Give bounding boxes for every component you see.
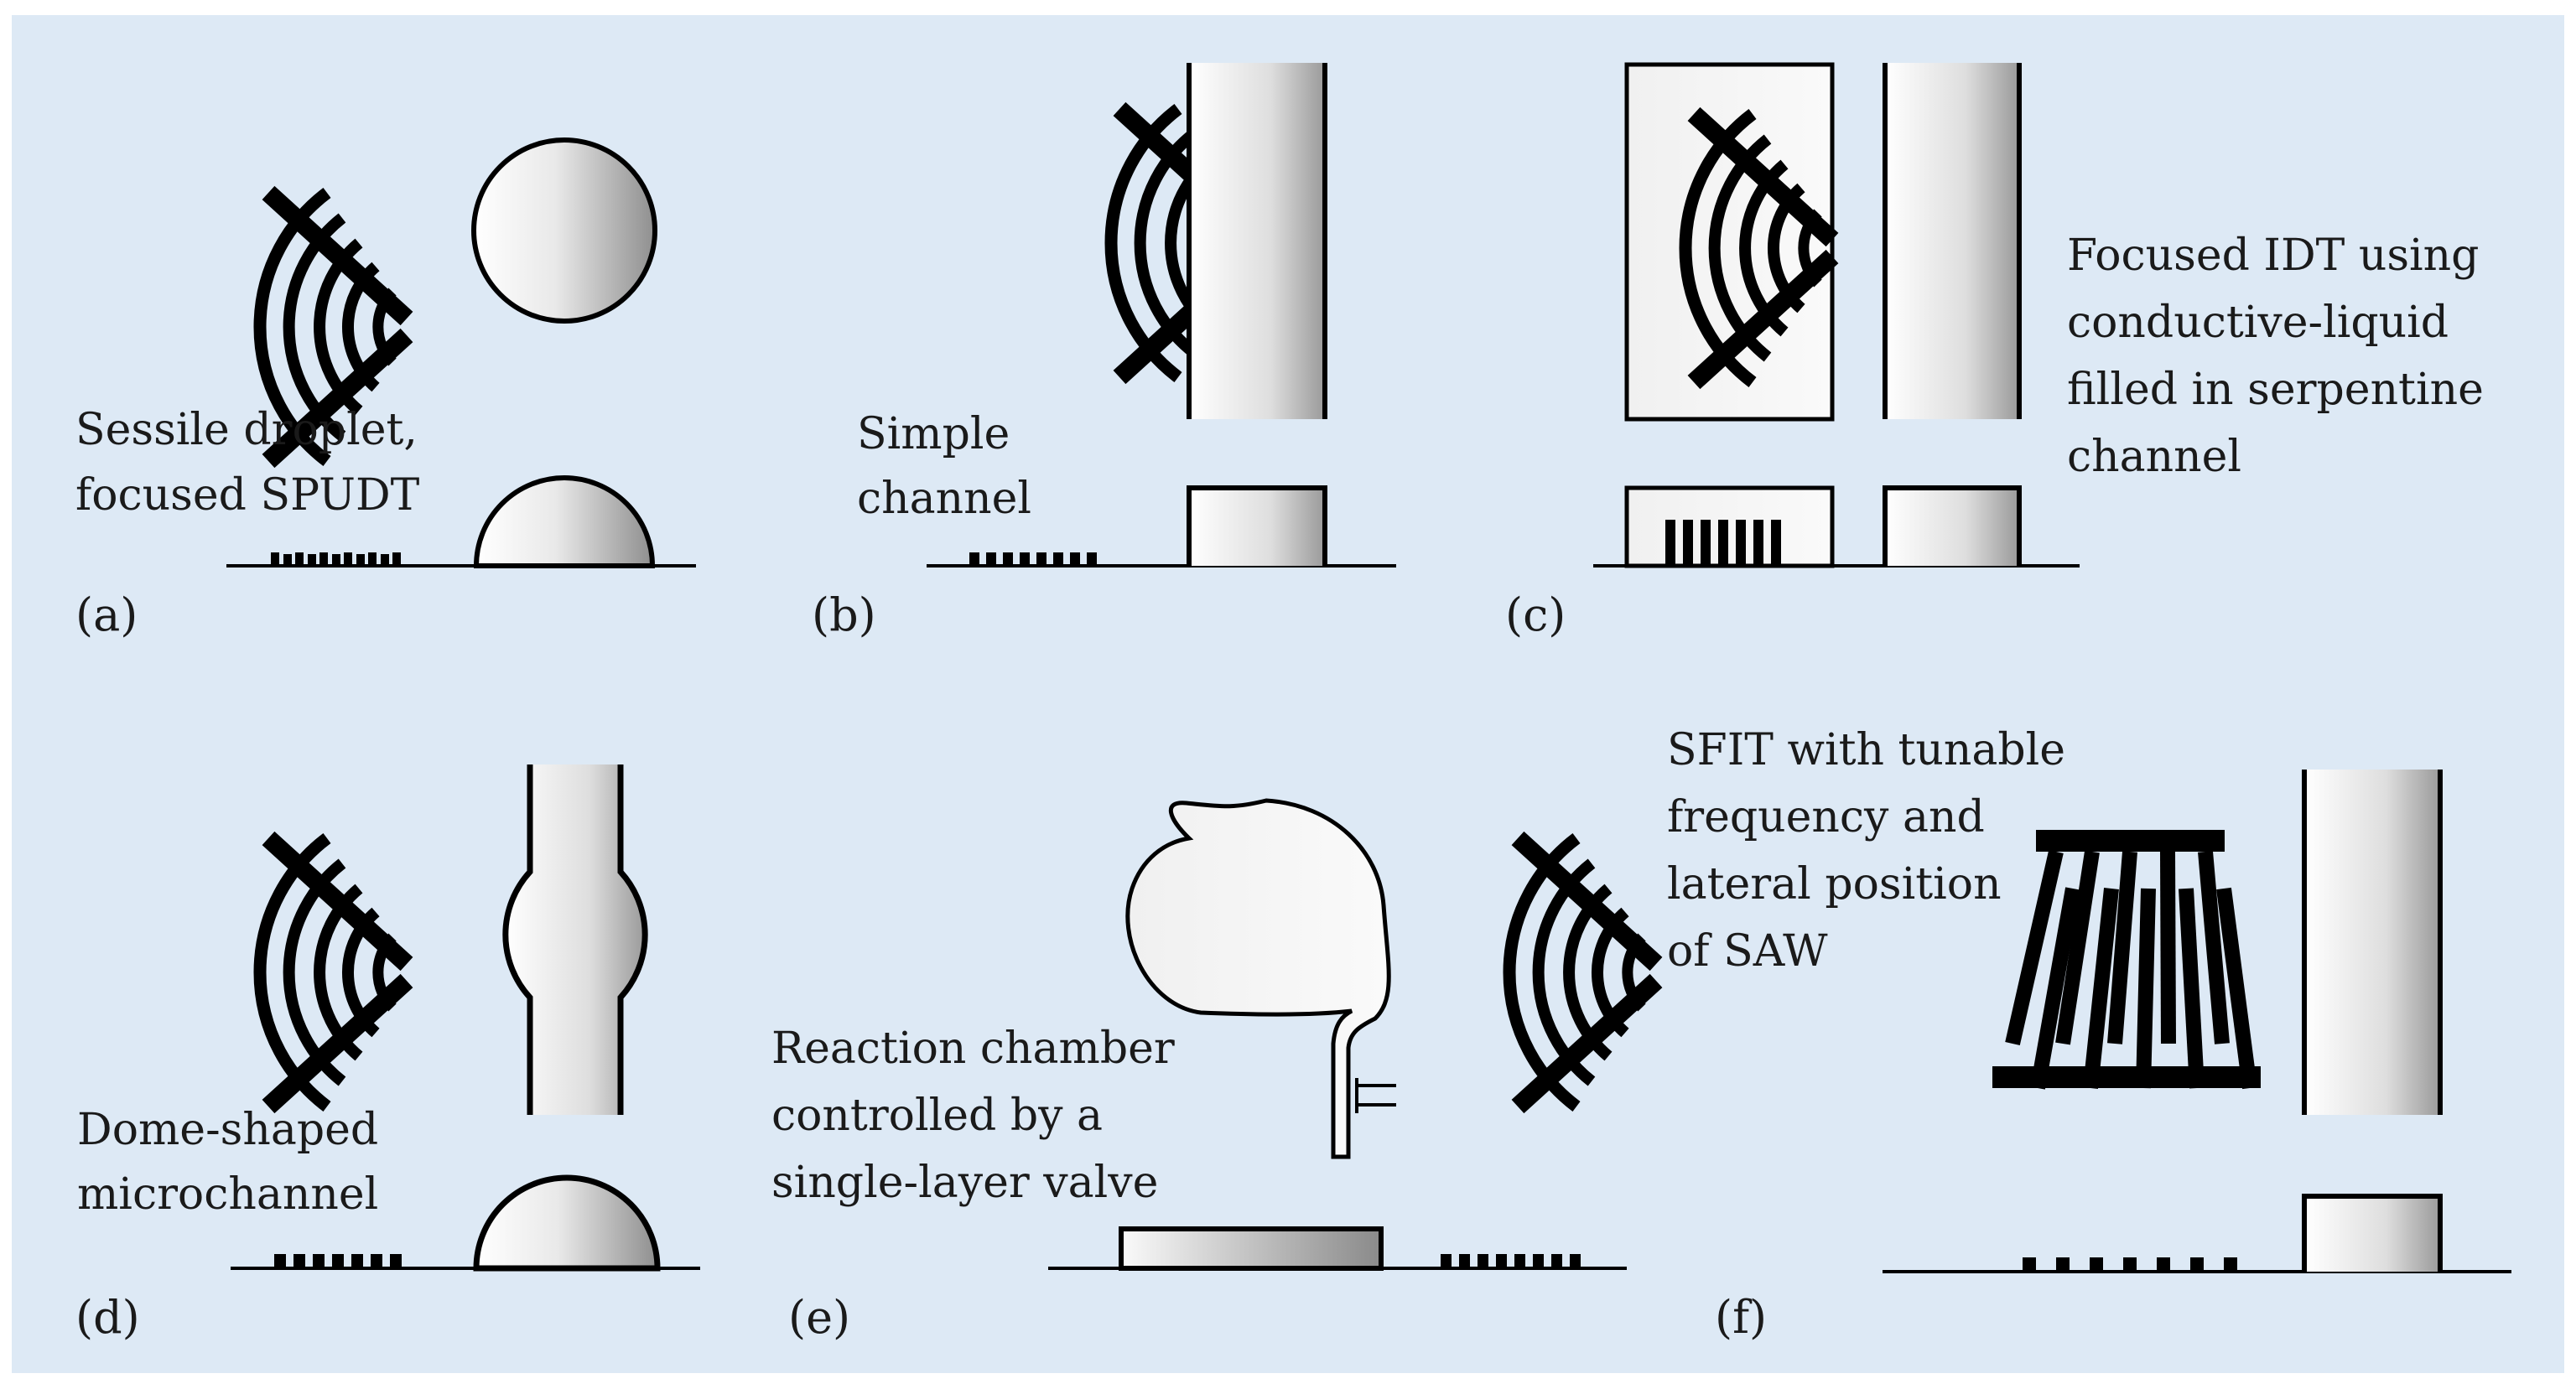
channel-side-view: [2302, 1194, 2443, 1272]
spudt-side-view: [271, 552, 401, 566]
caption-c-line1: Focused IDT using: [2067, 231, 2479, 281]
panel-f: SFIT with tunable frequency and lateral …: [1667, 725, 2511, 1344]
channel-top-view: [1885, 63, 2019, 419]
caption-a-line1: Sessile droplet,: [75, 405, 418, 455]
caption-f-line3: lateral position: [1667, 859, 2002, 910]
caption-f-line1: SFIT with tunable: [1667, 725, 2065, 775]
panel-a: Sessile droplet, focused SPUDT (a): [75, 137, 696, 641]
caption-a-line2: focused SPUDT: [75, 470, 420, 521]
pdms-layer-side-view: [1624, 485, 1835, 568]
channel-top-view: [2304, 770, 2440, 1115]
dome-microchannel-top-view: [505, 764, 646, 1115]
dome-microchannel-side-view: [473, 1174, 661, 1272]
caption-b-line2: channel: [857, 474, 1031, 524]
caption-d-line1: Dome-shaped: [77, 1105, 378, 1155]
label-e: (e): [788, 1291, 850, 1344]
liquid-idt-side-view: [1665, 520, 1781, 566]
idt-side-view: [969, 552, 1097, 566]
caption-e-line1: Reaction chamber: [771, 1024, 1175, 1074]
caption-f-line4: of SAW: [1667, 926, 1828, 977]
label-d: (d): [75, 1291, 140, 1344]
chamber-side-view: [1119, 1226, 1384, 1271]
panel-d: Dome-shaped microchannel (d): [75, 764, 700, 1344]
caption-c-line4: channel: [2067, 432, 2241, 482]
channel-side-view: [1187, 485, 1327, 566]
label-f: (f): [1715, 1291, 1767, 1344]
channel-side-view: [1883, 485, 2022, 566]
sessile-droplet-top-view: [471, 137, 657, 324]
idt-side-view: [1441, 1254, 1581, 1268]
caption-e-line2: controlled by a: [771, 1091, 1103, 1141]
channel-top-view: [1189, 63, 1325, 419]
label-c: (c): [1505, 588, 1566, 641]
label-a: (a): [75, 588, 138, 641]
caption-c-line3: filled in serpentine: [2067, 365, 2484, 415]
panel-b: Simple channel (b): [812, 63, 1396, 641]
label-b: (b): [812, 588, 876, 641]
panel-e: Reaction chamber controlled by a single-…: [771, 798, 1656, 1344]
panel-c: Focused IDT using conductive-liquid fill…: [1505, 62, 2484, 641]
sfit-icon: [1992, 830, 2261, 1090]
sessile-droplet-side-view: [473, 475, 656, 568]
caption-c-line2: conductive-liquid: [2067, 298, 2449, 348]
caption-e-line3: single-layer valve: [771, 1158, 1158, 1208]
idt-side-view: [274, 1254, 402, 1268]
sfit-side-view: [2023, 1257, 2237, 1272]
caption-b-line1: Simple: [857, 409, 1010, 459]
caption-d-line2: microchannel: [77, 1169, 378, 1220]
caption-f-line2: frequency and: [1667, 792, 1985, 842]
reaction-chamber: [1125, 798, 1391, 1159]
